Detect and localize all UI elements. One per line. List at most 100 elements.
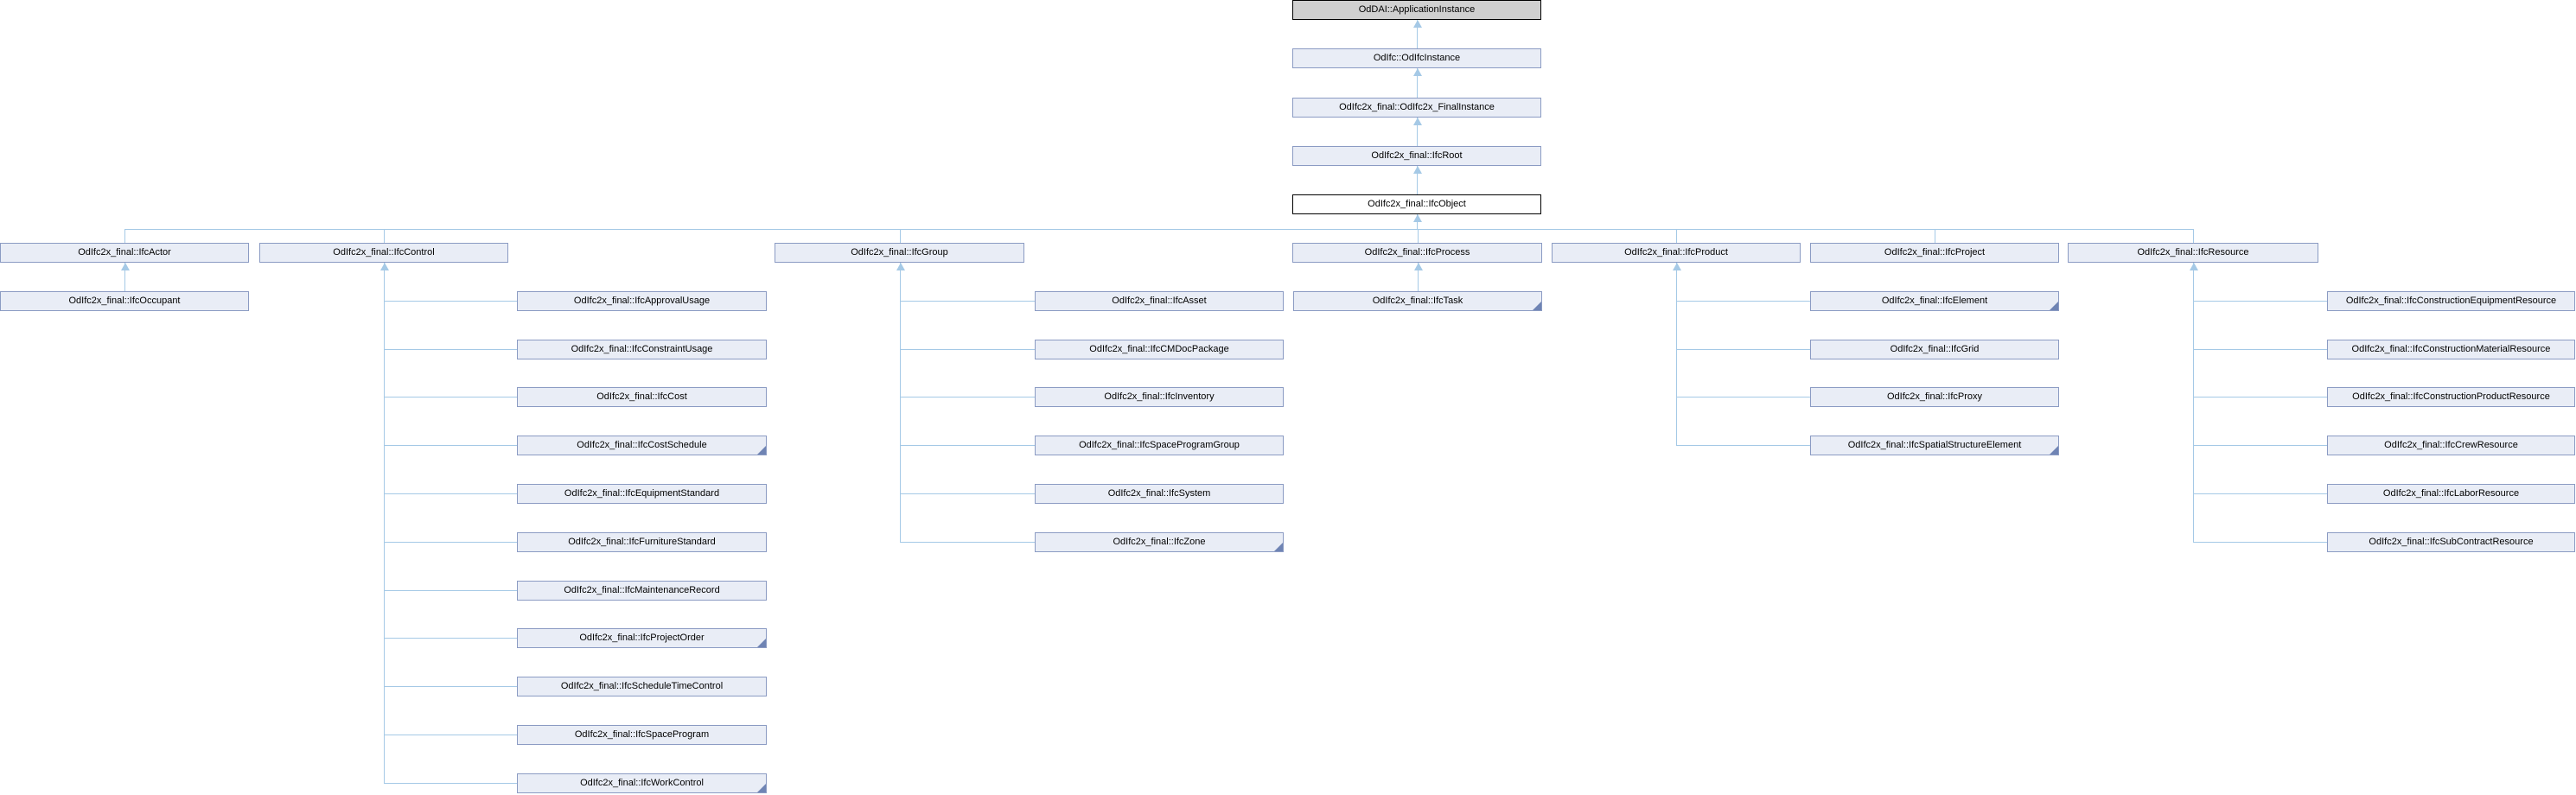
class-node-ifc_cost_schedule[interactable]: OdIfc2x_final::IfcCostSchedule [517, 436, 767, 455]
truncated-marker-icon [2050, 446, 2058, 455]
class-node-label: OdIfc2x_final::IfcActor [78, 247, 171, 258]
class-node-ifc_root[interactable]: OdIfc2x_final::IfcRoot [1292, 146, 1541, 166]
class-node-ifc_system[interactable]: OdIfc2x_final::IfcSystem [1035, 484, 1284, 504]
class-node-label: OdIfc2x_final::IfcConstructionProductRes… [2352, 391, 2550, 402]
inheritance-edge-line [1418, 263, 1419, 291]
inheritance-edge-line [124, 263, 125, 291]
class-node-ifc_group[interactable]: OdIfc2x_final::IfcGroup [775, 243, 1024, 263]
inheritance-edge-line [900, 263, 901, 543]
inheritance-edge-line [384, 263, 385, 784]
class-node-label: OdDAI::ApplicationInstance [1358, 4, 1476, 15]
inheritance-arrow-icon [1412, 68, 1422, 76]
class-node-label: OdIfc2x_final::IfcOccupant [68, 296, 181, 306]
inheritance-edge-line [124, 229, 125, 243]
class-node-ifc_crew_resource[interactable]: OdIfc2x_final::IfcCrewResource [2327, 436, 2575, 455]
inheritance-edge-line [384, 493, 517, 494]
class-node-app_instance[interactable]: OdDAI::ApplicationInstance [1292, 0, 1541, 20]
class-node-ifc_zone[interactable]: OdIfc2x_final::IfcZone [1035, 532, 1284, 552]
class-node-label: OdIfc2x_final::IfcObject [1368, 199, 1466, 209]
class-node-ifc_schedule_time_control[interactable]: OdIfc2x_final::IfcScheduleTimeControl [517, 677, 767, 696]
class-node-ifc_resource[interactable]: OdIfc2x_final::IfcResource [2068, 243, 2318, 263]
class-node-label: OdIfc2x_final::IfcSystem [1107, 488, 1211, 499]
inheritance-edge-line [900, 349, 1035, 350]
class-node-ifc_project_order[interactable]: OdIfc2x_final::IfcProjectOrder [517, 628, 767, 648]
class-node-label: OdIfc2x_final::IfcApprovalUsage [573, 296, 711, 306]
class-node-ifc_constraint_usage[interactable]: OdIfc2x_final::IfcConstraintUsage [517, 340, 767, 359]
inheritance-edge-line [384, 301, 517, 302]
class-node-ifc_control[interactable]: OdIfc2x_final::IfcControl [259, 243, 508, 263]
inheritance-edge-line [2193, 349, 2327, 350]
class-node-label: OdIfc2x_final::IfcRoot [1371, 150, 1463, 161]
class-node-ifc_labor_resource[interactable]: OdIfc2x_final::IfcLaborResource [2327, 484, 2575, 504]
class-node-ifc_inventory[interactable]: OdIfc2x_final::IfcInventory [1035, 387, 1284, 407]
class-node-ifc_project[interactable]: OdIfc2x_final::IfcProject [1810, 243, 2059, 263]
class-node-ifc_object[interactable]: OdIfc2x_final::IfcObject [1292, 194, 1541, 214]
class-node-label: OdIfc2x_final::IfcControl [333, 247, 435, 258]
class-node-ifc_actor[interactable]: OdIfc2x_final::IfcActor [0, 243, 249, 263]
class-node-ifc_construction_product_resource[interactable]: OdIfc2x_final::IfcConstructionProductRes… [2327, 387, 2575, 407]
inheritance-edge-line [1417, 68, 1418, 98]
class-node-label: OdIfc2x_final::IfcProxy [1886, 391, 1983, 402]
class-node-ifc_process[interactable]: OdIfc2x_final::IfcProcess [1292, 243, 1542, 263]
inheritance-edge-line [1417, 118, 1418, 146]
inheritance-arrow-icon [1412, 214, 1422, 222]
class-node-ifc_grid[interactable]: OdIfc2x_final::IfcGrid [1810, 340, 2059, 359]
class-node-ifc_spatial_structure_element[interactable]: OdIfc2x_final::IfcSpatialStructureElemen… [1810, 436, 2059, 455]
class-node-label: OdIfc2x_final::IfcTask [1372, 296, 1463, 306]
inheritance-edge-line [900, 493, 1035, 494]
class-node-ifc_construction_equipment_resource[interactable]: OdIfc2x_final::IfcConstructionEquipmentR… [2327, 291, 2575, 311]
inheritance-arrow-icon [1412, 20, 1422, 28]
class-node-ifc_cmdoc_package[interactable]: OdIfc2x_final::IfcCMDocPackage [1035, 340, 1284, 359]
class-node-ifc_equipment_standard[interactable]: OdIfc2x_final::IfcEquipmentStandard [517, 484, 767, 504]
inheritance-arrow-icon [1412, 166, 1422, 174]
class-node-label: OdIfc2x_final::OdIfc2x_FinalInstance [1339, 102, 1495, 112]
class-node-label: OdIfc2x_final::IfcSpatialStructureElemen… [1847, 440, 2022, 450]
class-node-ifc_proxy[interactable]: OdIfc2x_final::IfcProxy [1810, 387, 2059, 407]
truncated-marker-icon [1533, 302, 1541, 310]
class-node-odifc_instance[interactable]: OdIfc::OdIfcInstance [1292, 48, 1541, 68]
class-node-label: OdIfc2x_final::IfcFurnitureStandard [568, 537, 716, 547]
class-node-ifc_maintenance_record[interactable]: OdIfc2x_final::IfcMaintenanceRecord [517, 581, 767, 601]
inheritance-edge-line [900, 542, 1035, 543]
class-node-label: OdIfc2x_final::IfcProject [1884, 247, 1986, 258]
class-node-ifc_cost[interactable]: OdIfc2x_final::IfcCost [517, 387, 767, 407]
class-node-ifc_space_program_group[interactable]: OdIfc2x_final::IfcSpaceProgramGroup [1035, 436, 1284, 455]
truncated-marker-icon [2050, 302, 2058, 310]
class-node-label: OdIfc2x_final::IfcCostSchedule [577, 440, 707, 450]
class-node-label: OdIfc2x_final::IfcSpaceProgram [574, 729, 710, 740]
inheritance-edge-line [1676, 263, 1677, 446]
class-node-ifc_task[interactable]: OdIfc2x_final::IfcTask [1293, 291, 1542, 311]
inheritance-edge-line [1417, 166, 1418, 194]
truncated-marker-icon [757, 639, 766, 647]
class-node-label: OdIfc2x_final::IfcCMDocPackage [1089, 344, 1229, 354]
class-node-ifc_approval_usage[interactable]: OdIfc2x_final::IfcApprovalUsage [517, 291, 767, 311]
class-node-label: OdIfc2x_final::IfcMaintenanceRecord [564, 585, 720, 595]
inheritance-edge-line [2193, 301, 2327, 302]
inheritance-edge-line [384, 229, 385, 243]
class-node-ifc_subcontract_resource[interactable]: OdIfc2x_final::IfcSubContractResource [2327, 532, 2575, 552]
class-node-label: OdIfc2x_final::IfcAsset [1112, 296, 1207, 306]
inheritance-edge-line [2193, 542, 2327, 543]
class-node-ifc_element[interactable]: OdIfc2x_final::IfcElement [1810, 291, 2059, 311]
class-node-label: OdIfc2x_final::IfcElement [1881, 296, 1988, 306]
inheritance-edge-line [384, 783, 517, 784]
class-node-label: OdIfc2x_final::IfcSpaceProgramGroup [1079, 440, 1240, 450]
inheritance-edge-line [1676, 445, 1810, 446]
inheritance-edge-line [124, 229, 2193, 230]
inheritance-edge-line [900, 229, 901, 243]
inheritance-edge-line [384, 542, 517, 543]
inheritance-edge-line [900, 301, 1035, 302]
class-node-ifc_occupant[interactable]: OdIfc2x_final::IfcOccupant [0, 291, 249, 311]
class-node-final_instance[interactable]: OdIfc2x_final::OdIfc2x_FinalInstance [1292, 98, 1541, 118]
class-node-ifc_construction_material_resource[interactable]: OdIfc2x_final::IfcConstructionMaterialRe… [2327, 340, 2575, 359]
class-node-ifc_asset[interactable]: OdIfc2x_final::IfcAsset [1035, 291, 1284, 311]
class-node-ifc_furniture_standard[interactable]: OdIfc2x_final::IfcFurnitureStandard [517, 532, 767, 552]
inheritance-arrow-icon [1672, 263, 1681, 270]
class-node-ifc_space_program[interactable]: OdIfc2x_final::IfcSpaceProgram [517, 725, 767, 745]
class-node-label: OdIfc2x_final::IfcGroup [851, 247, 948, 258]
class-node-ifc_product[interactable]: OdIfc2x_final::IfcProduct [1552, 243, 1801, 263]
class-node-ifc_work_control[interactable]: OdIfc2x_final::IfcWorkControl [517, 773, 767, 793]
inheritance-arrow-icon [1413, 263, 1423, 270]
inheritance-arrow-icon [896, 263, 905, 270]
